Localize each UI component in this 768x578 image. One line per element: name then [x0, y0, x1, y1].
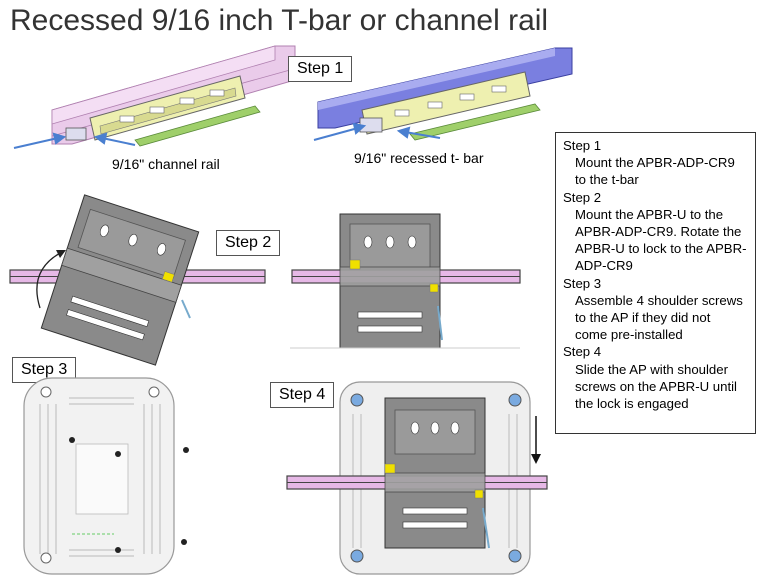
instruction-heading: Step 4: [563, 344, 602, 360]
instruction-line: APBR-U to lock to the APBR-: [575, 241, 747, 257]
channel-rail-caption: 9/16" channel rail: [112, 156, 220, 172]
tbar-caption: 9/16" recessed t- bar: [354, 150, 484, 166]
step-2-label: Step 2: [216, 230, 281, 256]
instruction-heading: Step 2: [563, 189, 602, 205]
instruction-step-4: Step 4 Slide the AP with shoulder screws…: [563, 343, 749, 412]
tbar-illustration: [313, 47, 573, 141]
page-title: Recessed 9/16 inch T-bar or channel rail: [10, 4, 549, 37]
access-point-illustration: [23, 377, 189, 575]
instruction-line: ADP-CR9: [575, 258, 633, 274]
instruction-heading: Step 1: [563, 138, 602, 153]
instruction-step-1: Step 1 Mount the APBR-ADP-CR9 to the t-b…: [563, 137, 749, 189]
channel-rail-illustration: [13, 45, 296, 149]
instructions-box: Step 1 Mount the APBR-ADP-CR9 to the t-b…: [555, 132, 756, 434]
instruction-line: Mount the APBR-U to the: [575, 206, 724, 222]
ap-mounted-illustration: [286, 381, 548, 575]
instruction-step-3: Step 3 Assemble 4 shoulder screws to the…: [563, 275, 749, 344]
down-arrow-icon: [531, 416, 541, 464]
instruction-line: APBR-ADP-CR9. Rotate the: [575, 224, 742, 240]
bracket-rotating-illustration: [9, 194, 266, 366]
instruction-line: to the AP if they did not: [575, 310, 711, 326]
instruction-line: come pre-installed: [575, 327, 683, 343]
instruction-line: the lock is engaged: [575, 396, 689, 412]
instruction-line: Slide the AP with shoulder: [575, 361, 728, 377]
instruction-line: screws on the APBR-U until: [575, 378, 737, 394]
step-4-label: Step 4: [270, 382, 335, 408]
instruction-heading: Step 3: [563, 275, 602, 291]
instruction-step-2: Step 2 Mount the APBR-U to the APBR-ADP-…: [563, 189, 749, 275]
instruction-line: Mount the APBR-ADP-CR9: [575, 155, 735, 171]
bracket-locked-illustration: [290, 213, 521, 349]
instruction-line: to the t-bar: [575, 172, 639, 188]
instruction-line: Assemble 4 shoulder screws: [575, 292, 743, 308]
step-1-label: Step 1: [288, 56, 353, 82]
